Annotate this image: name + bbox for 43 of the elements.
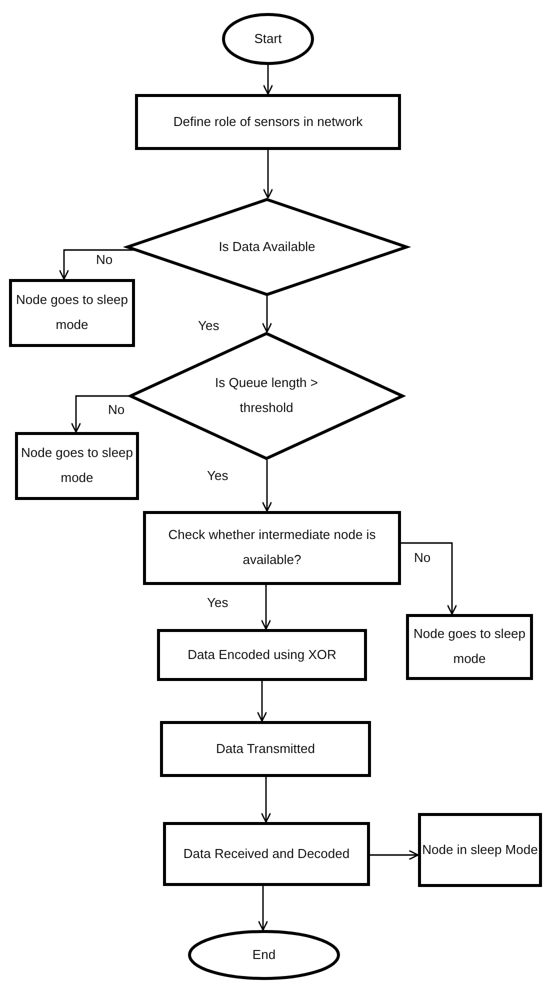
process-box (418, 813, 542, 887)
process-box (157, 629, 367, 681)
arrow (258, 886, 268, 931)
process-box (135, 94, 401, 150)
node-text: Is Data Available (218, 238, 316, 256)
node-text: Check whether intermediate node is available? (167, 526, 377, 569)
process-box (9, 279, 135, 347)
process-box (163, 822, 370, 886)
edge-label: Yes (197, 318, 220, 333)
edge-label: Yes (206, 468, 230, 483)
arrow (370, 850, 419, 860)
node-text: Node goes to sleep mode (14, 291, 130, 334)
node-text: Data Received and Decoded (183, 844, 350, 863)
arrow (262, 296, 272, 333)
terminal-ellipse (222, 13, 314, 65)
node-text: Start (254, 30, 282, 48)
arrow (260, 777, 272, 823)
arrow (58, 249, 135, 280)
node-text: Node goes to sleep mode (20, 444, 134, 487)
edge-label: No (95, 252, 114, 267)
process-box (160, 721, 371, 777)
arrow (256, 681, 268, 722)
decision-diamond (126, 198, 408, 296)
arrow (260, 585, 272, 630)
edge-label: No (107, 402, 126, 417)
node-text: End (252, 946, 276, 964)
node-text: Node goes to sleep mode (412, 625, 527, 668)
node-text: Node in sleep Mode (422, 840, 538, 859)
node-text: Is Queue length > threshold (214, 374, 319, 417)
process-box (15, 432, 139, 500)
process-box (143, 511, 401, 585)
node-text: Data Transmitted (216, 740, 315, 758)
arrow (262, 460, 272, 512)
arrow (70, 395, 129, 433)
arrow (262, 65, 274, 95)
edge-label: No (413, 550, 432, 565)
edge-label: Yes (206, 595, 230, 610)
node-text: Data Encoded using XOR (188, 646, 336, 664)
node-text: Define role of sensors in network (173, 112, 363, 131)
process-box (406, 614, 533, 680)
arrow (401, 542, 458, 615)
arrow (262, 150, 274, 199)
terminal-ellipse (188, 930, 340, 980)
